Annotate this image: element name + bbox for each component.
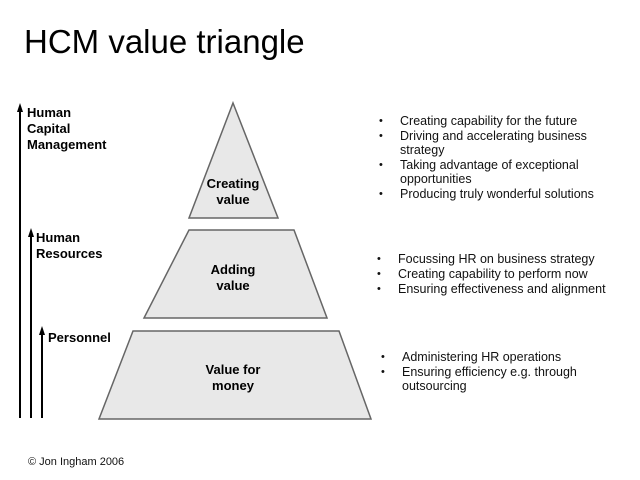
bullet-item: Ensuring efficiency e.g. through outsour… [378, 365, 593, 393]
tier-label-line: Value for [205, 362, 261, 377]
bullets-top: Creating capability for the future Drivi… [376, 114, 611, 202]
bullet-item: Driving and accelerating business strate… [376, 129, 611, 157]
tier-label-middle: Adding value [193, 262, 273, 294]
axis-label-hr: Human Resources [36, 230, 102, 262]
bullet-item: Taking advantage of exceptional opportun… [376, 158, 611, 186]
axis-label-line: Resources [36, 246, 103, 261]
axis-label-line: Human [36, 230, 81, 245]
bullet-item: Producing truly wonderful solutions [376, 187, 611, 201]
tier-label-top: Creating value [193, 176, 273, 208]
tier-label-bottom: Value for money [183, 362, 283, 394]
axis-label-hcm: Human Capital Management [27, 105, 106, 153]
bullet-item: Creating capability to perform now [374, 267, 634, 281]
bullets-bottom: Administering HR operations Ensuring eff… [378, 350, 593, 394]
tier-middle-shape [142, 229, 329, 319]
axis-label-line: Human [27, 105, 72, 120]
bullet-item: Ensuring effectiveness and alignment [374, 282, 634, 296]
bullets-middle: Focussing HR on business strategy Creati… [374, 252, 634, 297]
tier-top-shape [187, 100, 280, 219]
bullet-item: Administering HR operations [378, 350, 593, 364]
tier-label-line: money [212, 378, 254, 393]
tier-label-line: value [216, 278, 250, 293]
arrowhead-icon [28, 228, 34, 237]
arrowhead-icon [17, 103, 23, 112]
tier-bottom-shape [97, 330, 373, 420]
axis-label-line: Management [27, 137, 107, 152]
bullet-item: Creating capability for the future [376, 114, 611, 128]
axis-label-personnel: Personnel [48, 330, 111, 346]
level-arrows [17, 103, 45, 418]
bullet-item: Focussing HR on business strategy [374, 252, 634, 266]
tier-label-line: value [216, 192, 250, 207]
tier-label-line: Creating [206, 176, 260, 191]
axis-label-line: Personnel [48, 330, 111, 345]
page-title: HCM value triangle [24, 23, 305, 60]
tier-label-line: Adding [210, 262, 256, 277]
copyright-notice: © Jon Ingham 2006 [28, 456, 125, 468]
axis-label-line: Capital [27, 121, 71, 136]
arrowhead-icon [39, 326, 45, 335]
